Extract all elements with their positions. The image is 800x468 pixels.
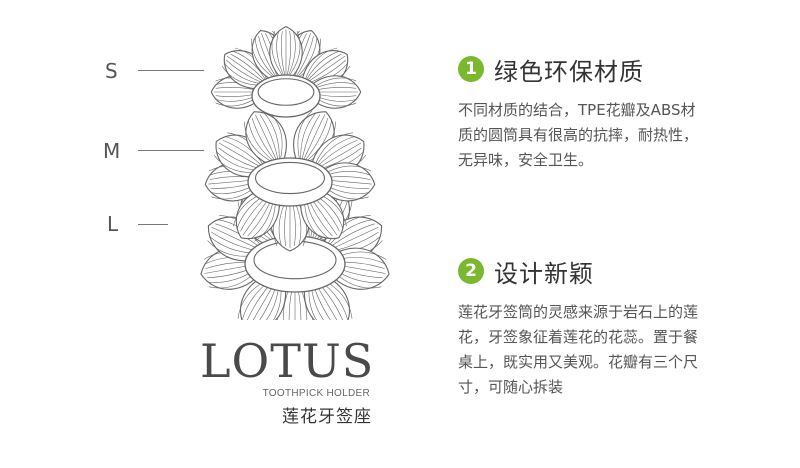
brand-chinese-name: 莲花牙签座 xyxy=(282,407,372,427)
size-label-s: S xyxy=(105,59,118,83)
number-2-badge-icon: 2 xyxy=(458,258,484,284)
feature-2-header: 2 设计新颖 xyxy=(458,254,778,288)
lotus-layer-small xyxy=(210,26,362,118)
brand-subtitle: TOOTHPICK HOLDER xyxy=(262,388,370,399)
number-1-badge-icon: 1 xyxy=(458,56,484,82)
medium-petal-2 xyxy=(244,110,287,169)
size-leader-l xyxy=(138,224,168,225)
size-leader-s xyxy=(138,70,204,71)
feature-1-body: 不同材质的结合，TPE花瓣及ABS材质的圆筒具有很高的抗摔，耐热性，无异味，安全… xyxy=(458,101,699,169)
feature-2-title: 设计新颖 xyxy=(494,259,594,288)
lotus-illustration xyxy=(200,26,390,320)
medium-cup-inner xyxy=(255,161,325,195)
size-label-l: L xyxy=(107,212,119,236)
feature-2: 2 设计新颖 莲花牙签筒的灵感来源于岩石上的莲花，牙签象征着莲花的花蕊。置于餐桌… xyxy=(458,254,778,400)
size-label-m: M xyxy=(103,139,121,163)
feature-2-body: 莲花牙签筒的灵感来源于岩石上的莲花，牙签象征着莲花的花蕊。置于餐桌上，既实用又美… xyxy=(458,303,699,396)
lotus-layer-medium xyxy=(204,110,376,252)
feature-1: 1 绿色环保材质 不同材质的结合，TPE花瓣及ABS材质的圆筒具有很高的抗摔，耐… xyxy=(458,52,778,173)
small-cup-inner xyxy=(257,78,315,106)
feature-1-header: 1 绿色环保材质 xyxy=(458,52,778,86)
brand-title: LOTUS xyxy=(200,334,375,388)
size-leader-m xyxy=(138,150,204,151)
feature-1-title: 绿色环保材质 xyxy=(494,57,644,86)
